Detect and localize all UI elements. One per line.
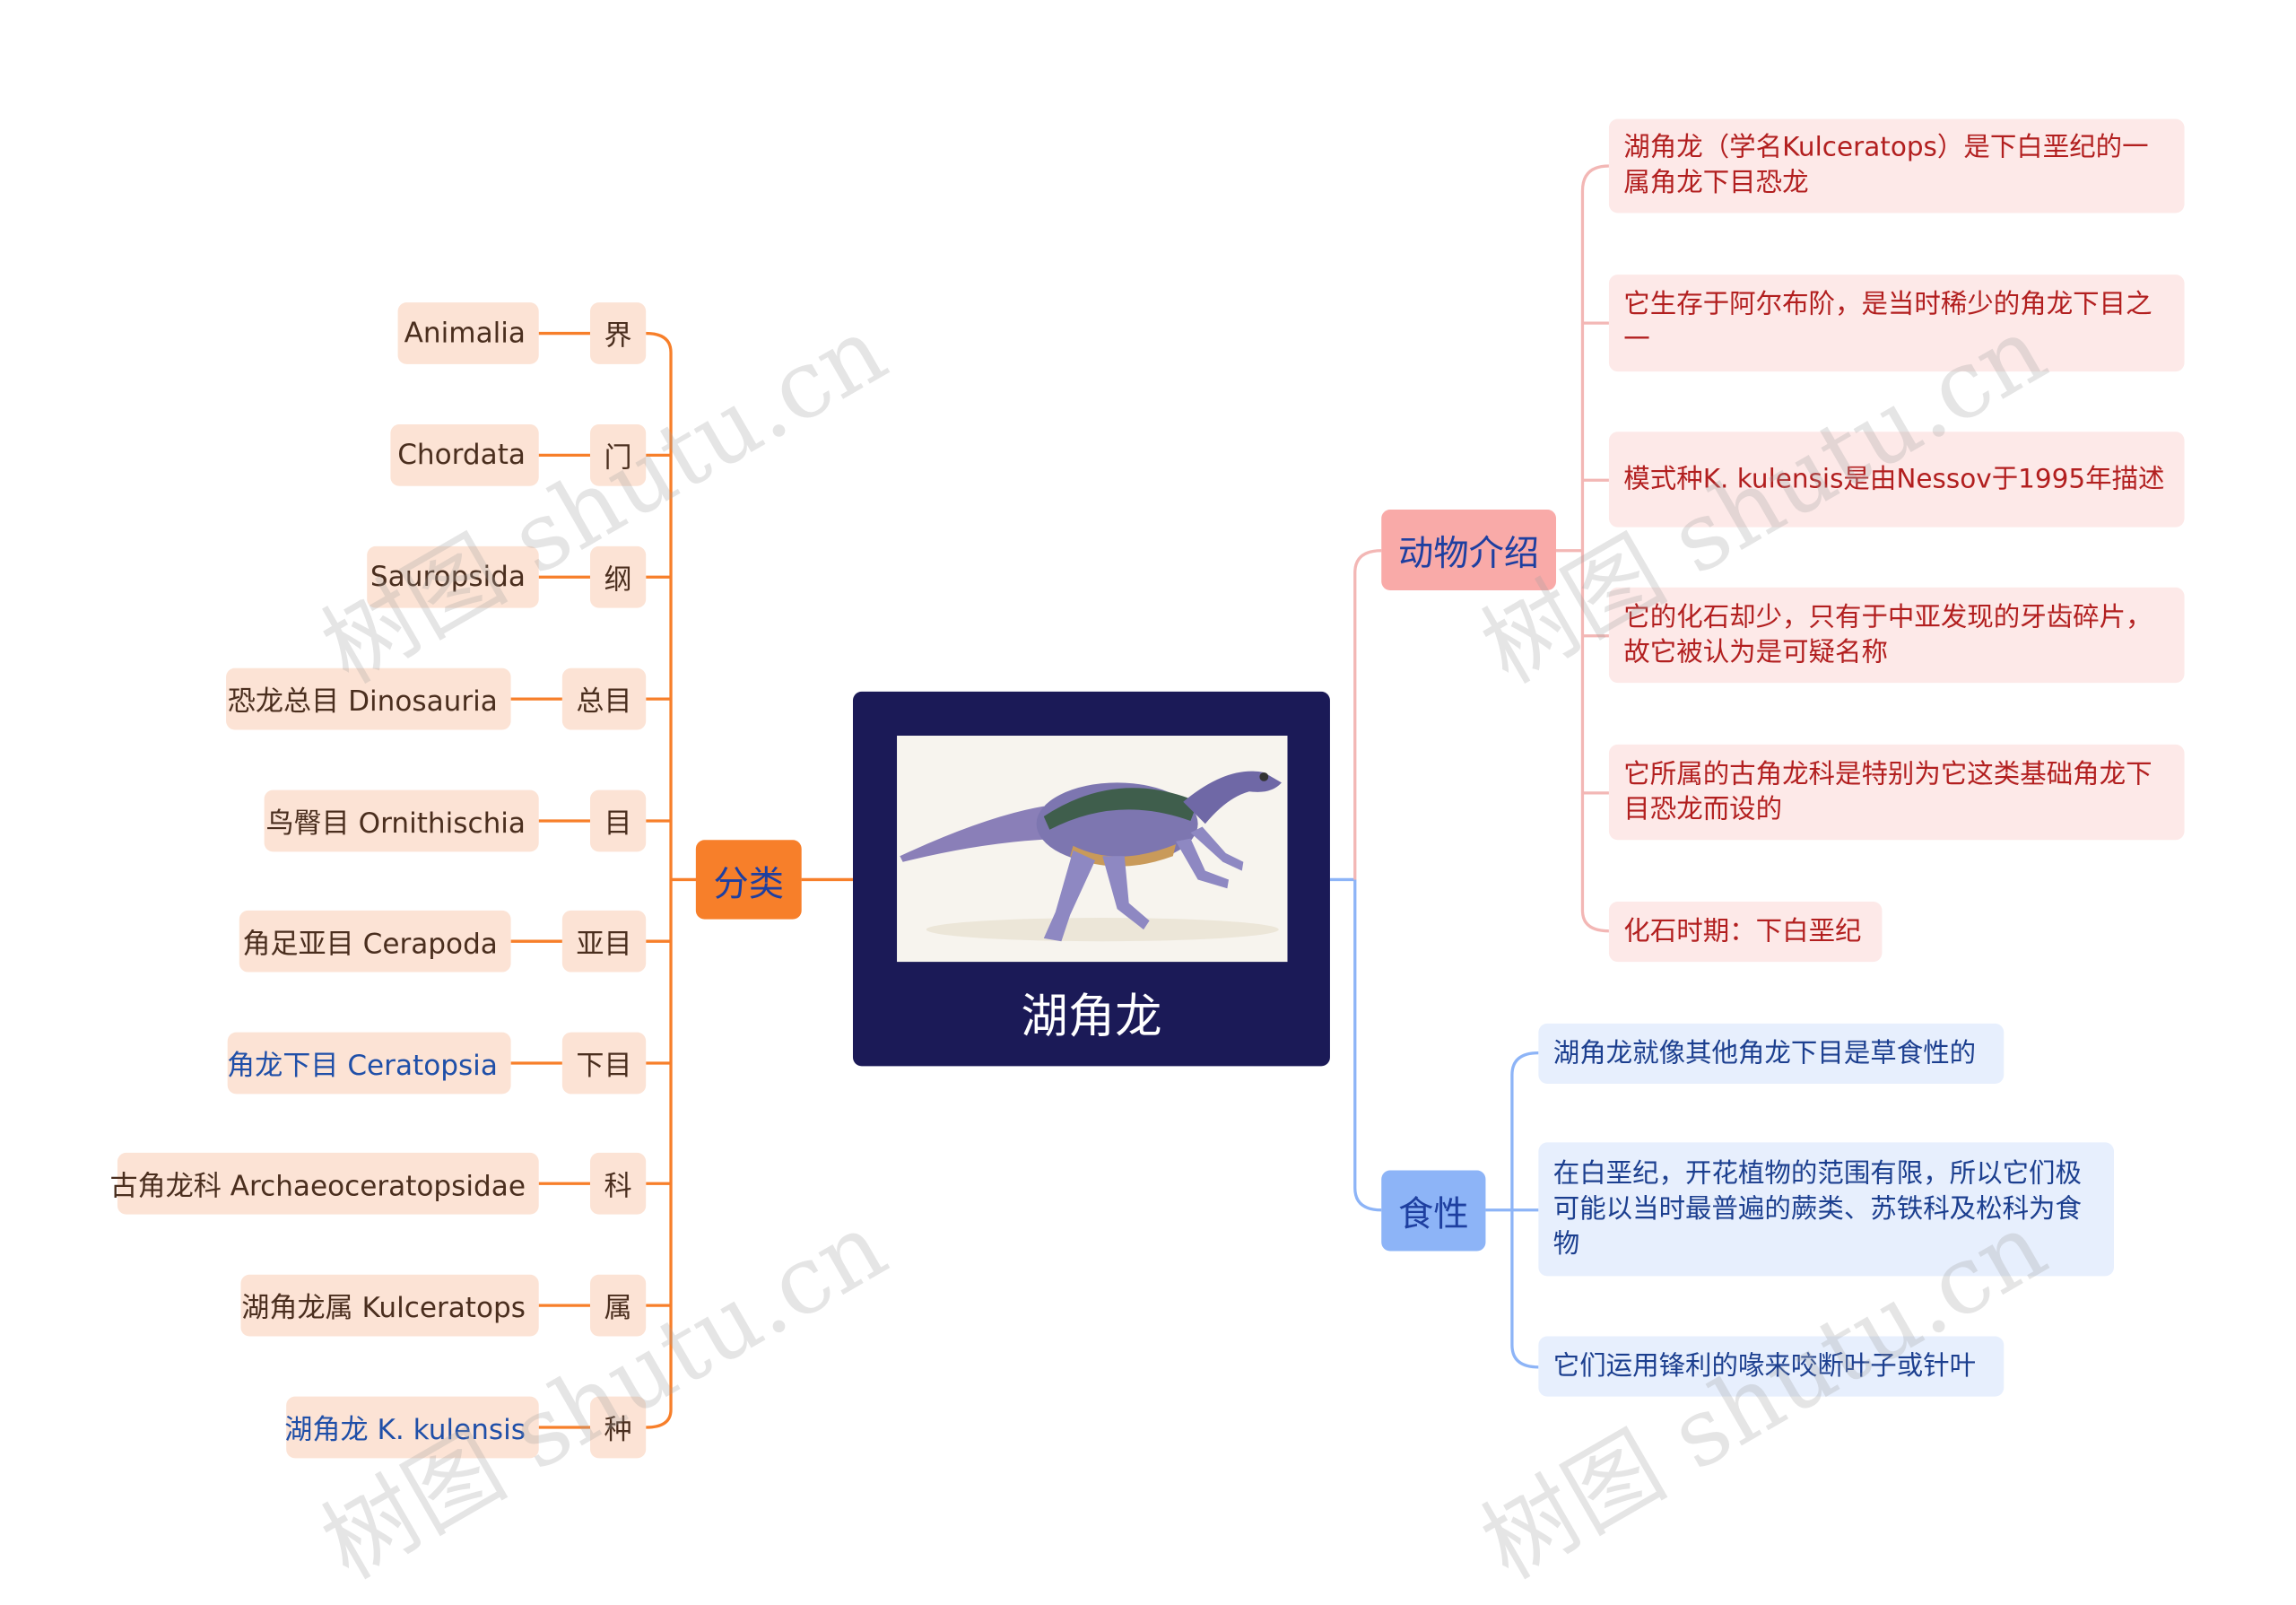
mind-map: 湖角龙 分类 动物介绍 食性 界 门 纲 总目 目 亚目 下目 科 属 种 An… bbox=[109, 118, 2185, 1601]
intro-item[interactable]: 它的化石却少，只有于中亚发现的牙齿碎片，故它被认为是可疑名称 bbox=[1608, 587, 2185, 684]
intro-item[interactable]: 模式种K. kulensis是由Nessov于1995年描述 bbox=[1608, 432, 2185, 528]
value-phylum[interactable]: Chordata bbox=[390, 424, 539, 486]
diet-item[interactable]: 它们运用锋利的喙来咬断叶子或针叶 bbox=[1538, 1336, 2005, 1397]
branch-classification[interactable]: 分类 bbox=[695, 840, 802, 920]
branch-diet[interactable]: 食性 bbox=[1381, 1170, 1486, 1252]
value-class[interactable]: Sauropsida bbox=[367, 545, 539, 608]
value-genus[interactable]: 湖角龙属 Kulceratops bbox=[240, 1274, 539, 1337]
rank-kingdom[interactable]: 界 bbox=[589, 302, 647, 364]
value-family[interactable]: 古角龙科 Archaeoceratopsidae bbox=[109, 1152, 539, 1215]
value-species[interactable]: 湖角龙 K. kulensis bbox=[284, 1396, 539, 1459]
value-superorder[interactable]: 恐龙总目 Dinosauria bbox=[226, 667, 511, 730]
rank-genus[interactable]: 属 bbox=[589, 1274, 647, 1337]
root-title: 湖角龙 bbox=[1021, 988, 1162, 1044]
intro-item[interactable]: 湖角龙（学名Kulceratops）是下白垩纪的一属角龙下目恐龙 bbox=[1608, 118, 2185, 214]
rank-family[interactable]: 科 bbox=[589, 1152, 647, 1215]
rank-species[interactable]: 种 bbox=[589, 1396, 647, 1459]
rank-infraorder[interactable]: 下目 bbox=[561, 1032, 647, 1095]
value-kingdom[interactable]: Animalia bbox=[397, 302, 539, 364]
value-infraorder[interactable]: 角龙下目 Ceratopsia bbox=[227, 1032, 511, 1095]
rank-superorder[interactable]: 总目 bbox=[561, 667, 647, 730]
connector-lines bbox=[510, 164, 1609, 1429]
rank-suborder[interactable]: 亚目 bbox=[561, 910, 647, 973]
intro-item[interactable]: 它生存于阿尔布阶，是当时稀少的角龙下目之一 bbox=[1608, 275, 2185, 372]
diet-item[interactable]: 湖角龙就像其他角龙下目是草食性的 bbox=[1538, 1023, 2005, 1084]
value-order[interactable]: 鸟臀目 Ornithischia bbox=[264, 789, 539, 852]
rank-class[interactable]: 纲 bbox=[589, 545, 647, 608]
root-node[interactable]: 湖角龙 bbox=[852, 691, 1330, 1067]
rank-order[interactable]: 目 bbox=[589, 789, 647, 852]
value-suborder[interactable]: 角足亚目 Cerapoda bbox=[239, 910, 511, 973]
intro-item[interactable]: 它所属的古角龙科是特别为它这类基础角龙下目恐龙而设的 bbox=[1608, 744, 2185, 841]
rank-phylum[interactable]: 门 bbox=[589, 424, 647, 486]
diet-item[interactable]: 在白垩纪，开花植物的范围有限，所以它们极可能以当时最普遍的蕨类、苏铁科及松科为食… bbox=[1538, 1142, 2114, 1277]
dinosaur-image bbox=[897, 736, 1288, 963]
branch-intro[interactable]: 动物介绍 bbox=[1381, 509, 1557, 590]
intro-item[interactable]: 化石时期：下白垩纪 bbox=[1608, 901, 1883, 963]
